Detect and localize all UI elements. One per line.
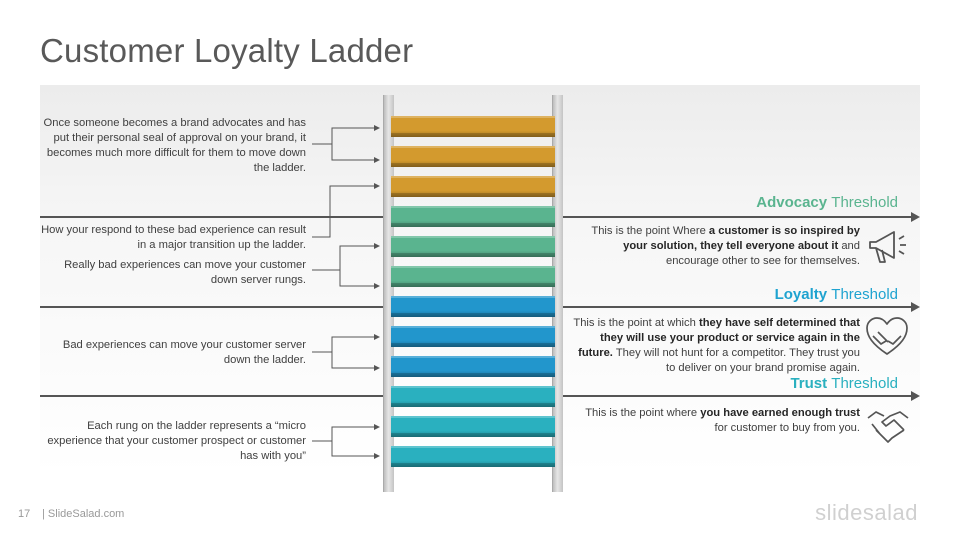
loyalty-arrow (911, 302, 920, 312)
slide-title: Customer Loyalty Ladder (40, 32, 414, 69)
ladder-rung (391, 176, 555, 197)
advocacy-arrow (911, 212, 920, 222)
ladder-rung (391, 206, 555, 227)
ladder-rung (391, 356, 555, 377)
ladder-left-rail (383, 95, 394, 492)
trust-threshold-label: Trust Threshold (790, 375, 898, 392)
handshake-icon (867, 411, 909, 443)
heart-hands-icon (866, 317, 908, 355)
advocacy-description: This is the point Where a customer is so… (591, 225, 860, 267)
note-advocates: Once someone becomes a brand advocates a… (43, 117, 306, 174)
ladder-rung (391, 266, 555, 287)
megaphone-icon (869, 231, 906, 263)
loyalty-threshold-label: Loyalty Threshold (774, 286, 898, 303)
trust-arrow (911, 391, 920, 401)
note-micro: Each rung on the ladder represents a “mi… (47, 420, 306, 462)
ladder-rung (391, 416, 555, 437)
ladder-rung (391, 386, 555, 407)
ladder-rung (391, 236, 555, 257)
note-transition: How your respond to these bad experience… (41, 224, 306, 251)
ladder-right-rail (552, 95, 563, 492)
trust-description: This is the point where you have earned … (585, 407, 860, 434)
loyalty-description: This is the point at which they have sel… (573, 317, 860, 374)
ladder-rung (391, 116, 555, 137)
note-really-bad: Really bad experiences can move your cus… (64, 259, 306, 286)
advocacy-threshold-label: Advocacy Threshold (756, 194, 898, 211)
note-bad: Bad experiences can move your customer s… (62, 339, 306, 366)
ladder-rung (391, 296, 555, 317)
footer-brand: | SlideSalad.com (42, 508, 125, 520)
ladder-rung (391, 446, 555, 467)
ladder-rung (391, 326, 555, 347)
slidesalad-logo: slidesalad (815, 500, 918, 525)
page-number: 17 (18, 508, 31, 520)
ladder-rung (391, 146, 555, 167)
